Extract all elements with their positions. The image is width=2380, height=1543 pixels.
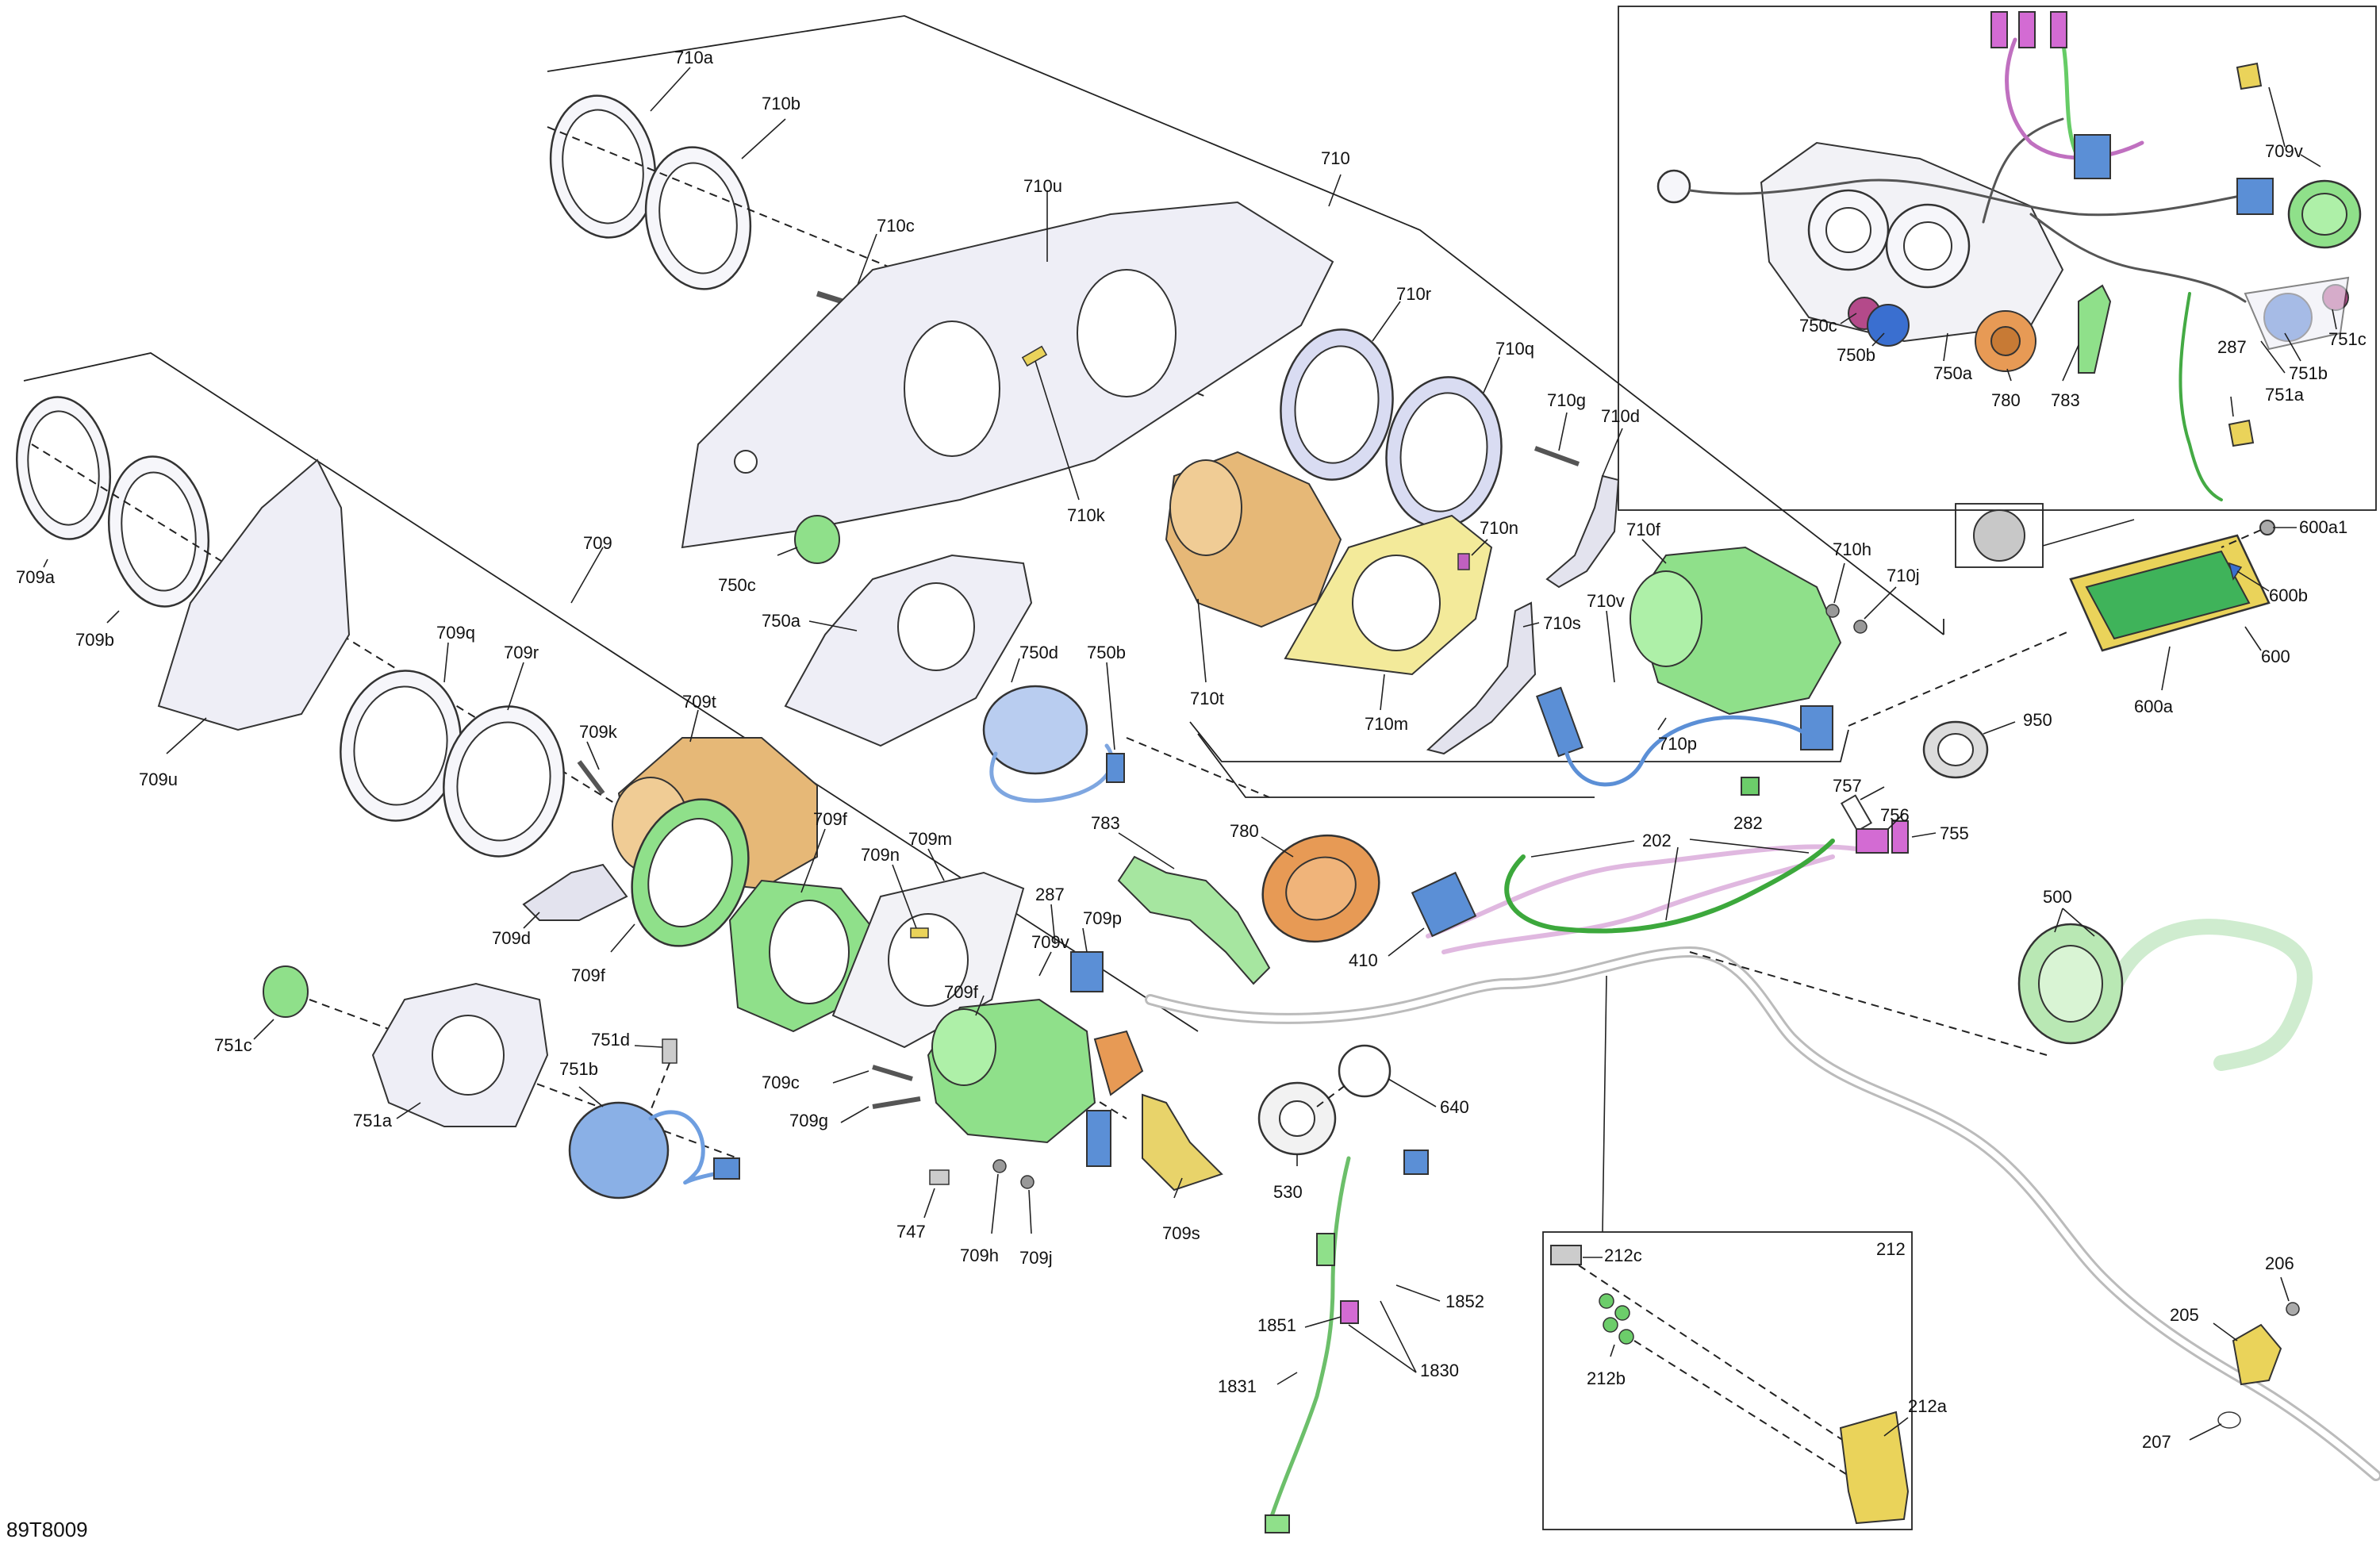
label-709g: 709g	[789, 1111, 828, 1130]
label-710v: 710v	[1587, 591, 1625, 611]
label-1851: 1851	[1257, 1315, 1296, 1335]
label-750b: 750b	[1087, 643, 1126, 662]
label-710r: 710r	[1396, 284, 1431, 304]
assembly-709: 709 709a 709b 709u 709q 709r 709k 709t 7…	[15, 396, 1223, 1268]
label-750a: 750a	[762, 611, 801, 631]
label-410: 410	[1349, 950, 1378, 970]
label-709k: 709k	[579, 722, 618, 742]
label-751c: 751c	[214, 1035, 252, 1055]
label-212c: 212c	[1604, 1246, 1642, 1265]
inset-label-709v: 709v	[2265, 141, 2303, 161]
inset-label-750a: 750a	[1933, 363, 1973, 383]
label-212: 212	[1876, 1239, 1906, 1259]
inset-label-751b: 751b	[2289, 363, 2328, 383]
label-780: 780	[1230, 821, 1259, 841]
label-710t: 710t	[1190, 689, 1224, 708]
figure-code: 89T8009	[6, 1518, 88, 1541]
label-755: 755	[1940, 823, 1969, 843]
label-709p: 709p	[1083, 908, 1122, 928]
label-709c: 709c	[762, 1073, 800, 1092]
label-710b: 710b	[762, 94, 800, 113]
label-212b: 212b	[1587, 1368, 1626, 1388]
label-709b: 709b	[75, 630, 114, 650]
label-709j: 709j	[1019, 1248, 1053, 1268]
inset-label-751a: 751a	[2265, 385, 2305, 405]
label-710n: 710n	[1480, 518, 1518, 538]
label-710g: 710g	[1547, 390, 1586, 410]
label-207: 207	[2142, 1432, 2171, 1452]
label-710k: 710k	[1067, 505, 1106, 525]
label-500: 500	[2043, 887, 2072, 907]
inset-label-751c: 751c	[2328, 329, 2367, 349]
label-710j: 710j	[1887, 566, 1920, 585]
label-709a: 709a	[16, 567, 56, 587]
label-600b: 600b	[2269, 585, 2308, 605]
label-710: 710	[1321, 148, 1350, 168]
label-710h: 710h	[1833, 539, 1871, 559]
inset-label-780: 780	[1991, 390, 2021, 410]
label-202: 202	[1642, 831, 1672, 850]
label-600a: 600a	[2134, 697, 2174, 716]
label-710q: 710q	[1495, 339, 1534, 359]
label-751b: 751b	[559, 1059, 598, 1079]
label-205: 205	[2170, 1305, 2199, 1325]
label-709t: 709t	[682, 692, 716, 712]
label-709: 709	[583, 533, 612, 553]
label-530: 530	[1273, 1182, 1303, 1202]
main-harness: 783 780 410 202 282 757 756 755 950	[1091, 710, 2380, 1533]
label-709f-projector: 709f	[944, 982, 979, 1002]
inset-label-750c: 750c	[1799, 316, 1837, 336]
inset-label-287: 287	[2217, 337, 2247, 357]
label-783: 783	[1091, 813, 1120, 833]
label-709d: 709d	[492, 928, 531, 948]
label-600a1: 600a1	[2299, 517, 2347, 537]
label-710f: 710f	[1626, 520, 1661, 539]
connector-212-inset: 212 212c 212b 212a	[1542, 975, 1948, 1530]
vehicle-inset-panel: 709v 750c 750b 750a 780 783 287 751a 751…	[1618, 6, 2377, 511]
label-710m: 710m	[1365, 714, 1408, 734]
label-709r: 709r	[504, 643, 539, 662]
label-1831: 1831	[1218, 1376, 1257, 1396]
label-710a: 710a	[674, 48, 714, 67]
label-709v: 709v	[1031, 932, 1069, 952]
label-750c: 750c	[718, 575, 756, 595]
label-709n: 709n	[861, 845, 900, 865]
label-709h: 709h	[960, 1246, 999, 1265]
label-212a: 212a	[1908, 1396, 1948, 1416]
assembly-750: 750c 750a 750d 750b	[718, 515, 1270, 803]
label-710u: 710u	[1023, 176, 1062, 196]
label-751a: 751a	[353, 1111, 393, 1130]
assembly-frames	[23, 15, 1944, 1032]
label-709u: 709u	[139, 770, 178, 789]
label-1830: 1830	[1420, 1361, 1459, 1380]
label-710d: 710d	[1601, 406, 1640, 426]
label-710c: 710c	[877, 216, 915, 236]
assembly-710: 710a 710b 710c 710u 710k 710 710r 710q 7…	[547, 48, 1920, 787]
label-1852: 1852	[1445, 1292, 1484, 1311]
label-282: 282	[1733, 813, 1763, 833]
label-709m: 709m	[908, 829, 952, 849]
label-710s: 710s	[1543, 613, 1581, 633]
label-950: 950	[2023, 710, 2052, 730]
label-287: 287	[1035, 885, 1065, 904]
label-709f-ring: 709f	[571, 965, 606, 985]
module-600-group: 600a1 600b 600 600a	[1848, 503, 2347, 727]
label-747: 747	[896, 1222, 926, 1242]
label-600: 600	[2261, 647, 2290, 666]
label-710p: 710p	[1658, 734, 1697, 754]
label-751d: 751d	[591, 1030, 630, 1050]
label-757: 757	[1833, 776, 1862, 796]
label-750d: 750d	[1019, 643, 1058, 662]
inset-label-783: 783	[2051, 390, 2080, 410]
label-709s: 709s	[1162, 1223, 1200, 1243]
label-756: 756	[1880, 805, 1910, 825]
label-206: 206	[2265, 1253, 2294, 1273]
inset-label-750b: 750b	[1837, 345, 1875, 365]
label-709q: 709q	[436, 623, 475, 643]
assembly-751: 751c 751a 751b 751d	[214, 965, 740, 1199]
label-709f-shroud: 709f	[813, 809, 848, 829]
label-640: 640	[1440, 1097, 1469, 1117]
